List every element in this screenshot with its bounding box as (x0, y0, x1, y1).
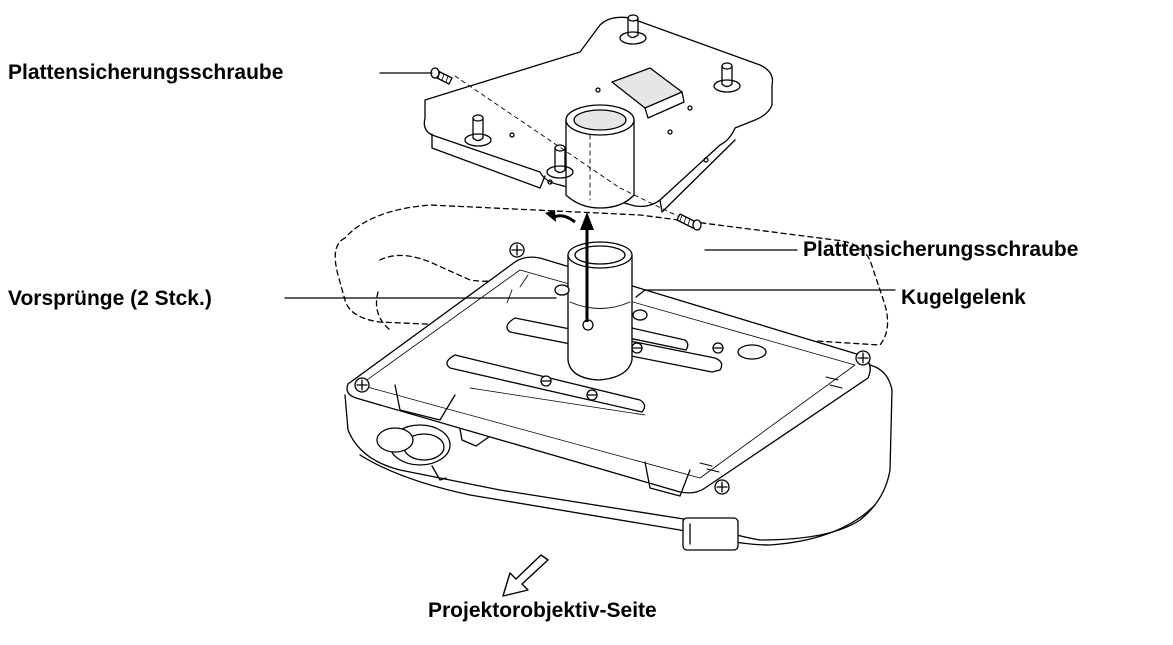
plate-screw-top (430, 67, 453, 85)
lift-arrow (580, 212, 594, 322)
label-projections: Vorsprünge (2 Stck.) (8, 287, 212, 310)
ceiling-plate (423, 14, 774, 213)
ball-joint-column (554, 241, 648, 381)
lens-direction-arrow-icon (502, 554, 549, 597)
label-ball-joint: Kugelgelenk (901, 286, 1026, 309)
rotate-arrow (545, 210, 576, 224)
label-lens-side: Projektorobjektiv-Seite (428, 599, 657, 622)
label-plate-screw-top: Plattensicherungsschraube (8, 61, 284, 84)
plate-screw-right (676, 213, 702, 231)
leader-ball-joint (635, 289, 896, 298)
label-plate-screw-right: Plattensicherungsschraube (803, 238, 1079, 261)
